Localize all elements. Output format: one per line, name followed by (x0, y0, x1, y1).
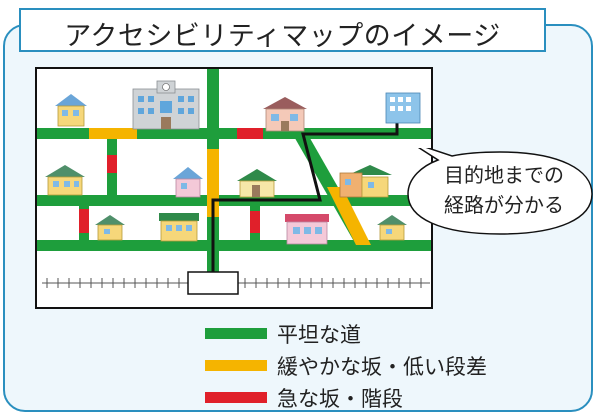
route-line (211, 117, 399, 272)
legend-label-steep: 急な坂・階段 (277, 387, 403, 411)
house-icon (45, 165, 85, 196)
callout-line-1: 目的地までの (444, 163, 564, 187)
map-canvas (37, 69, 431, 295)
steep-slope-4 (250, 211, 260, 233)
house-icon (55, 94, 87, 127)
gentle-slope-1 (89, 128, 137, 139)
house-icon (377, 215, 407, 241)
house-icon (339, 165, 392, 198)
house-icon (237, 169, 277, 198)
house-icon (95, 215, 125, 241)
legend-label-flat: 平坦な道 (277, 323, 361, 347)
legend-label-gentle: 緩やかな坂・低い段差 (277, 355, 487, 379)
callout-text: 目的地までの 経路が分かる (420, 160, 588, 220)
road-horizontal-1 (37, 128, 431, 139)
station-icon (187, 271, 239, 295)
office-building-icon (385, 92, 421, 124)
road-horizontal-3 (37, 240, 431, 251)
callout-line-2: 経路が分かる (444, 193, 564, 217)
steep-slope-3 (79, 209, 89, 233)
steep-slope-segments (79, 128, 263, 233)
steep-slope-1 (237, 128, 263, 139)
house-icon (263, 97, 307, 132)
house-icon (159, 213, 199, 242)
page-title: アクセシビリティマップのイメージ (64, 21, 501, 52)
route-callout: 目的地までの 経路が分かる (400, 148, 596, 240)
house-icon (173, 167, 203, 198)
legend-swatch-gentle (205, 360, 267, 371)
title-box: アクセシビリティマップのイメージ (19, 8, 546, 52)
school-building-icon (132, 80, 200, 130)
accessibility-map (35, 67, 433, 309)
steep-slope-2 (107, 155, 117, 173)
house-icon (285, 214, 329, 245)
legend-swatch-steep (205, 392, 267, 403)
gentle-slope-3 (327, 187, 371, 245)
callout-bubble (407, 148, 593, 235)
legend-swatch-flat (205, 328, 267, 339)
